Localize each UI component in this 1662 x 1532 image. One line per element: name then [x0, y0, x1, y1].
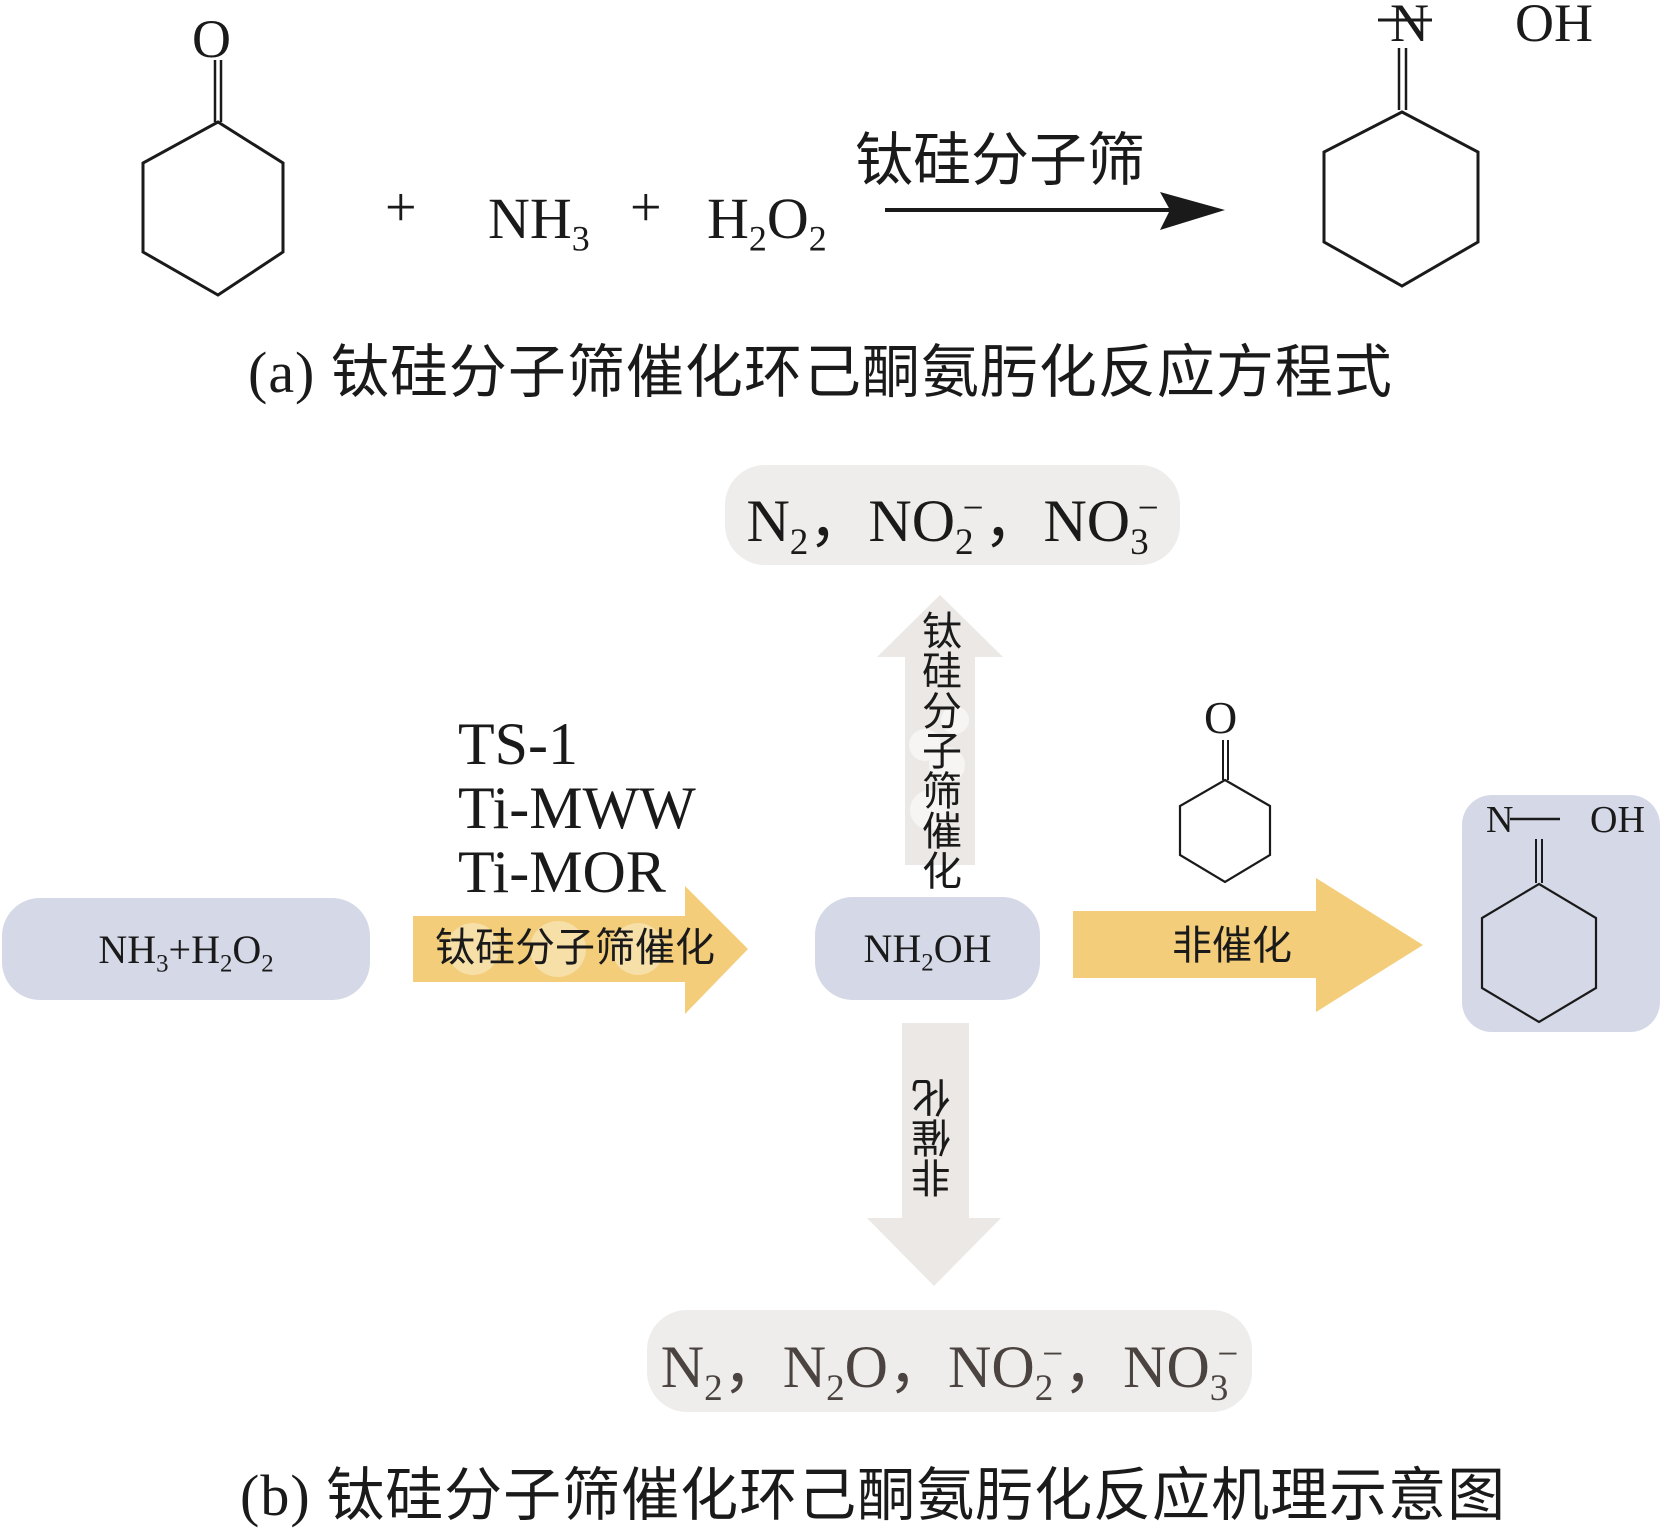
cyclohexanone-small-structure: O — [1170, 690, 1280, 890]
reactants-formula: NH3+H2O2 — [98, 926, 274, 978]
cyclohexanone-bonds — [141, 60, 285, 297]
formula-base: NO — [948, 1333, 1035, 1400]
formula-charge: − — [1217, 1334, 1239, 1376]
oxime-product-box: N OH — [1462, 795, 1660, 1032]
top-products-box: N2，NO2−，NO3− — [725, 465, 1180, 565]
hydroxylamine-formula: NH2OH — [863, 926, 992, 977]
formula-charge: − — [1042, 1334, 1064, 1376]
catalyzed-arrow — [413, 886, 748, 1014]
bottom-product-2: NO2− — [948, 1333, 1064, 1407]
formula-base: NO — [1123, 1333, 1210, 1400]
formula-charge: − — [962, 488, 984, 530]
formula-subscript: 2 — [704, 1367, 723, 1409]
formula-base: N — [660, 1333, 705, 1400]
small-oxime-hydroxyl-label: OH — [1590, 799, 1645, 841]
bottom-product-0: N2 — [660, 1333, 723, 1407]
reactants-box: NH3+H2O2 — [2, 898, 370, 1000]
bottom-products-list: N2，N2O，NO2−，NO3− — [660, 1318, 1239, 1407]
catalyst-list: TS-1 Ti-MWW Ti-MOR — [458, 712, 696, 904]
formula-base: NO — [868, 487, 956, 554]
formula-subscript: 3 — [1130, 521, 1149, 563]
formula-subscript: 2 — [826, 1367, 845, 1409]
formula-base: N — [782, 1333, 827, 1400]
formula-subscript: 2 — [789, 521, 809, 563]
catalyst-ti-mww: Ti-MWW — [458, 775, 696, 841]
plus-sign-2: + — [630, 177, 662, 239]
separator: ， — [983, 487, 1044, 554]
reaction-arrow-label: 钛硅分子筛 — [855, 128, 1146, 193]
non-catalyzed-right-arrow — [1073, 878, 1423, 1012]
top-products-list: N2，NO2−，NO3− — [746, 472, 1159, 561]
formula-tail: O — [844, 1333, 889, 1400]
top-product-0: N2 — [746, 487, 808, 561]
separator: ， — [888, 1333, 949, 1400]
oxime-nitrogen-label: N — [1390, 0, 1429, 53]
bottom-product-3: NO3− — [1123, 1333, 1239, 1407]
up-arrow-catalyzed — [877, 595, 1003, 865]
caption-b: (b) 钛硅分子筛催化环己酮氨肟化反应机理示意图 — [240, 1463, 1507, 1528]
plus-sign-1: + — [385, 177, 417, 239]
small-ketone-oxygen-label: O — [1204, 692, 1238, 743]
reaction-arrow — [885, 192, 1225, 230]
bottom-products-box: N2，N2O，NO2−，NO3− — [647, 1310, 1252, 1412]
ketone-oxygen-label: O — [192, 9, 231, 69]
formula-base: N — [746, 487, 790, 554]
down-arrow-non-catalyzed — [867, 1023, 1001, 1286]
formula-subscript: 2 — [1034, 1367, 1054, 1409]
up-arrow-label: 钛硅分子筛催化 — [916, 610, 961, 890]
top-product-1: NO2− — [868, 487, 984, 561]
non-catalyzed-right-label: 非催化 — [1172, 923, 1292, 968]
separator: ， — [808, 487, 869, 554]
formula-subscript: 2 — [955, 521, 974, 563]
top-product-2: NO3− — [1043, 487, 1159, 561]
separator: ， — [722, 1333, 783, 1400]
oxime-hydroxyl-label: OH — [1515, 0, 1593, 53]
bottom-product-1: N2O — [782, 1333, 889, 1407]
cyclohexanone-oxime-structure: N OH — [1310, 0, 1610, 300]
catalyst-ts-1: TS-1 — [458, 711, 578, 777]
catalyzed-arrow-label: 钛硅分子筛催化 — [435, 925, 715, 970]
hydrogen-peroxide-formula: H2O2 — [707, 186, 827, 259]
oxime-small-bonds — [1480, 817, 1598, 1024]
formula-subscript: 3 — [1209, 1367, 1229, 1409]
ammonia-formula: NH3 — [488, 186, 590, 259]
small-oxime-nitrogen-label: N — [1486, 799, 1514, 841]
formula-base: NO — [1043, 487, 1131, 554]
cyclohexanone-structure: O — [130, 0, 300, 300]
catalyst-ti-mor: Ti-MOR — [458, 839, 666, 905]
hydroxylamine-box: NH2OH — [815, 897, 1040, 1000]
caption-a: (a) 钛硅分子筛催化环己酮氨肟化反应方程式 — [248, 340, 1393, 405]
oxime-bonds — [1322, 18, 1480, 288]
cyclohexanone-small-bonds — [1178, 740, 1272, 884]
down-arrow-label: 非催化 — [912, 1078, 957, 1198]
separator: ， — [1063, 1333, 1124, 1400]
formula-charge: − — [1137, 488, 1159, 530]
